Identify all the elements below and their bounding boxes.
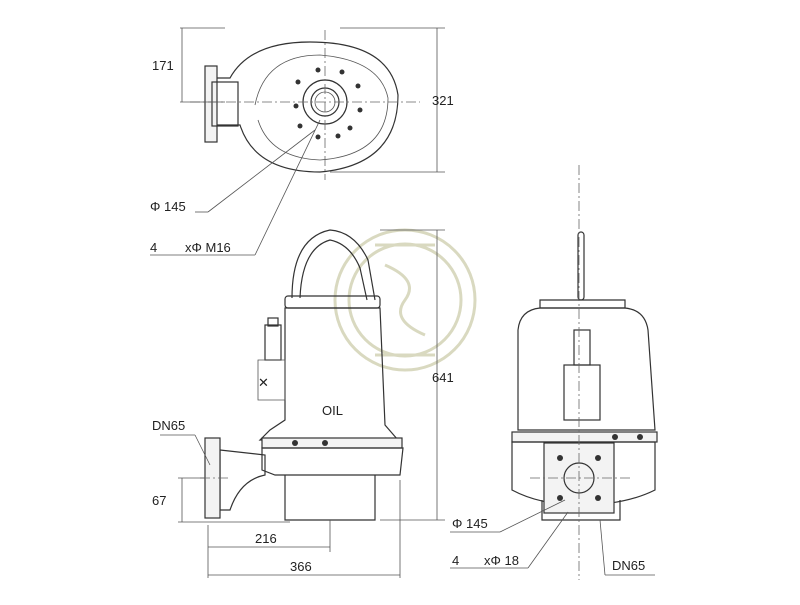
front-holes-count-label: 4	[452, 553, 459, 568]
top-view: 171 321 Φ 145 4 xΦ M16	[150, 27, 454, 256]
side-outlet-label: DN65	[152, 418, 185, 433]
front-view: Φ 145 4 xΦ 18 DN65	[450, 165, 658, 580]
dim-321-label: 321	[432, 93, 454, 108]
dim-67-label: 67	[152, 493, 166, 508]
front-holes-size-label: xΦ 18	[484, 553, 519, 568]
front-outlet-label: DN65	[612, 558, 645, 573]
dim-171-label: 171	[152, 58, 174, 73]
dim-216-label: 216	[255, 531, 277, 546]
logo-text: ✕	[258, 375, 269, 390]
top-bolts-count-label: 4	[150, 240, 157, 255]
dim-366-label: 366	[290, 559, 312, 574]
dim-641-label: 641	[432, 370, 454, 385]
top-bolt-circle-label: Φ 145	[150, 199, 186, 214]
side-view: ✕ OIL 67 DN65 641 216 366	[152, 229, 454, 578]
front-bolt-circle-label: Φ 145	[452, 516, 488, 531]
top-bolts-size-label: xΦ M16	[185, 240, 231, 255]
watermark-logo	[333, 228, 477, 372]
oil-label: OIL	[322, 403, 343, 418]
